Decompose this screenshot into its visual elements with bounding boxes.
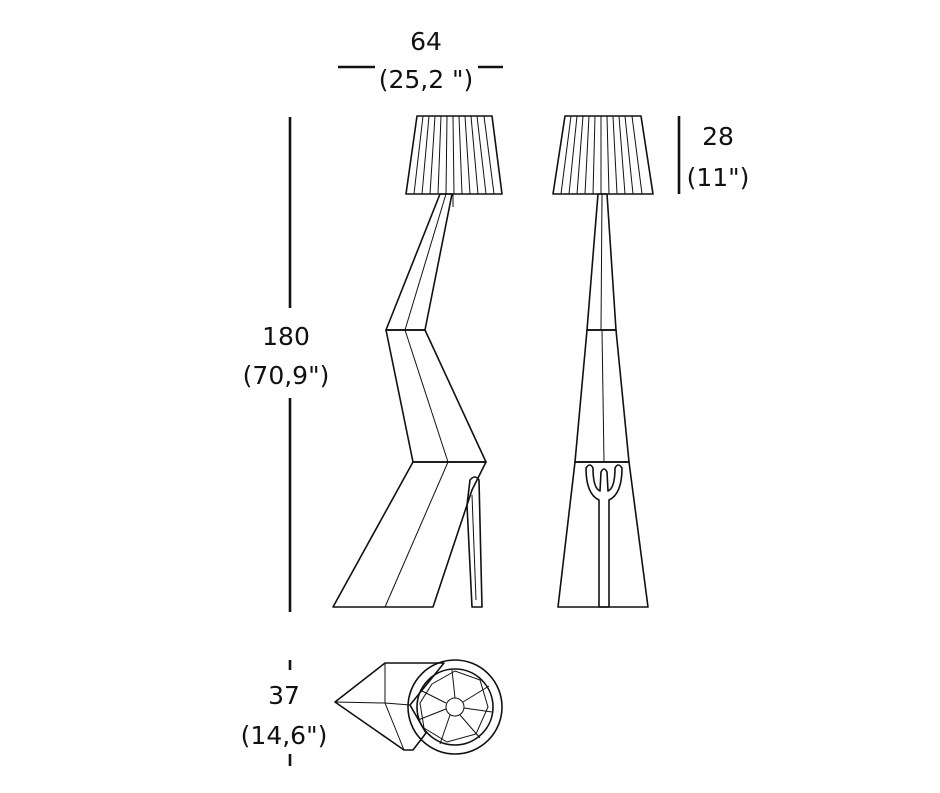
lamp-side-view: [332, 115, 503, 608]
shade-height-value: 28: [702, 122, 734, 151]
width-value: 64: [410, 27, 442, 56]
depth-value: 37: [268, 681, 300, 710]
width-dimension: 64 (25,2 "): [338, 27, 503, 94]
lamp-top-view: [334, 659, 503, 755]
side-shade: [405, 115, 503, 207]
top-shade-circle: [407, 659, 503, 755]
total-height-imperial: (70,9"): [243, 361, 330, 390]
front-fork-stand: [585, 464, 623, 608]
top-base-outline: [334, 662, 445, 751]
shade-height-imperial: (11"): [687, 163, 750, 192]
lamp-front-view: [552, 115, 654, 608]
width-imperial: (25,2 "): [379, 65, 474, 94]
total-height-value: 180: [262, 322, 310, 351]
side-middle-leg: [385, 329, 487, 463]
side-base: [332, 461, 487, 608]
front-middle-body: [574, 329, 630, 463]
side-kickstand: [466, 476, 483, 608]
front-base: [557, 461, 649, 608]
total-height-dimension: 180 (70,9"): [243, 117, 330, 612]
depth-dimension: 37 (14,6"): [241, 660, 328, 766]
shade-height-dimension: 28 (11"): [677, 116, 750, 194]
side-upper-leg: [385, 193, 453, 331]
depth-imperial: (14,6"): [241, 721, 328, 750]
front-upper-body: [586, 193, 617, 331]
